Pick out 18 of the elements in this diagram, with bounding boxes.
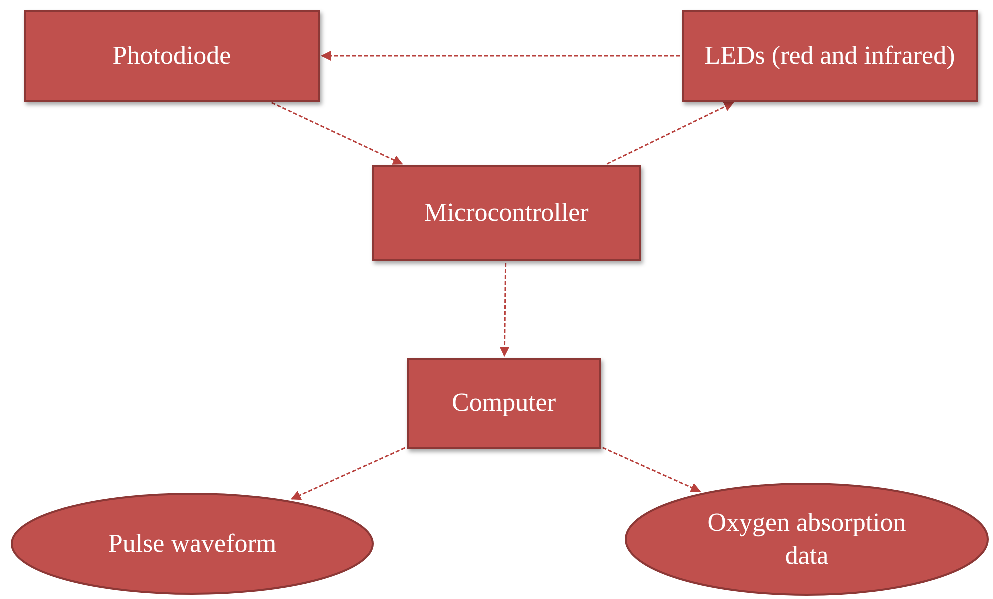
- output-ellipse: [10, 492, 375, 596]
- process-box: [407, 358, 601, 449]
- node-label: Computer: [452, 387, 556, 420]
- arrow: [602, 447, 702, 492]
- arrow: [290, 447, 406, 500]
- node-label: LEDs (red and infrared): [704, 40, 956, 72]
- node-label: Microcontroller: [424, 196, 589, 229]
- arrow: [606, 102, 734, 165]
- arrow: [321, 51, 680, 61]
- node-label: Pulse waveform: [108, 528, 277, 560]
- node-label: Photodiode: [112, 40, 232, 72]
- arrow: [272, 102, 404, 165]
- arrow: [500, 262, 510, 357]
- node-label: Oxygen absorption data: [706, 507, 908, 572]
- process-box: [682, 10, 978, 102]
- process-box: [24, 10, 320, 102]
- output-ellipse: [624, 482, 990, 597]
- process-box: [372, 165, 641, 261]
